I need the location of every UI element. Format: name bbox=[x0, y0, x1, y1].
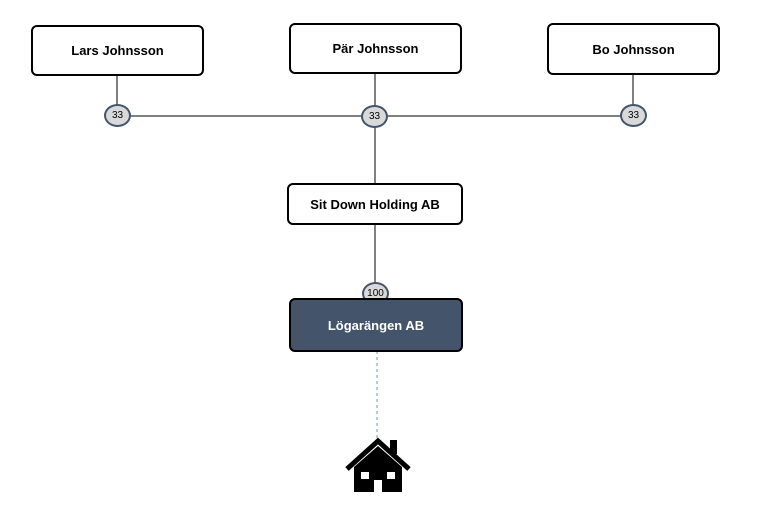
operating-company-box: Lögarängen AB bbox=[289, 298, 463, 352]
ownership-share-badge: 33 bbox=[104, 104, 131, 127]
ownership-share-badge: 33 bbox=[361, 105, 388, 128]
owner-box-par-johnsson: Pär Johnsson bbox=[289, 23, 462, 74]
share-value: 33 bbox=[111, 110, 124, 121]
house-icon bbox=[345, 437, 411, 492]
owner-name: Bo Johnsson bbox=[592, 41, 675, 57]
owner-box-lars-johnsson: Lars Johnsson bbox=[31, 25, 204, 76]
owner-box-bo-johnsson: Bo Johnsson bbox=[547, 23, 720, 75]
share-value: 33 bbox=[368, 111, 381, 122]
owner-name: Pär Johnsson bbox=[332, 41, 419, 56]
company-name: Lögarängen AB bbox=[327, 317, 425, 333]
ownership-share-badge: 33 bbox=[620, 104, 647, 127]
share-value: 100 bbox=[367, 288, 384, 299]
holding-company-box: Sit Down Holding AB bbox=[287, 183, 463, 225]
owner-name: Lars Johnsson bbox=[71, 43, 164, 58]
share-value: 33 bbox=[627, 110, 640, 121]
holding-name: Sit Down Holding AB bbox=[310, 196, 440, 212]
